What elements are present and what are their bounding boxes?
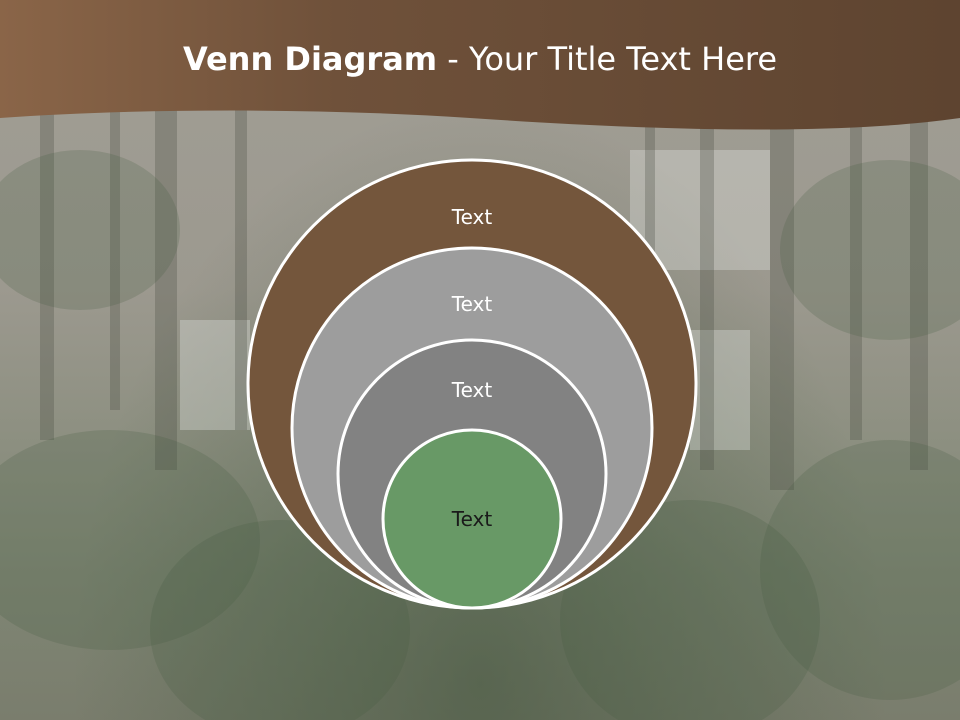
circle-inner-label: Text	[451, 507, 493, 531]
circle-inner	[381, 428, 563, 610]
circle-second-label: Text	[451, 292, 493, 316]
slide-title: Venn Diagram - Your Title Text Here	[0, 40, 960, 78]
circle-outer-label: Text	[451, 205, 493, 229]
title-rest: - Your Title Text Here	[437, 40, 778, 78]
circle-third-label: Text	[451, 378, 493, 402]
header-band	[0, 0, 960, 130]
title-bold: Venn Diagram	[182, 40, 438, 78]
